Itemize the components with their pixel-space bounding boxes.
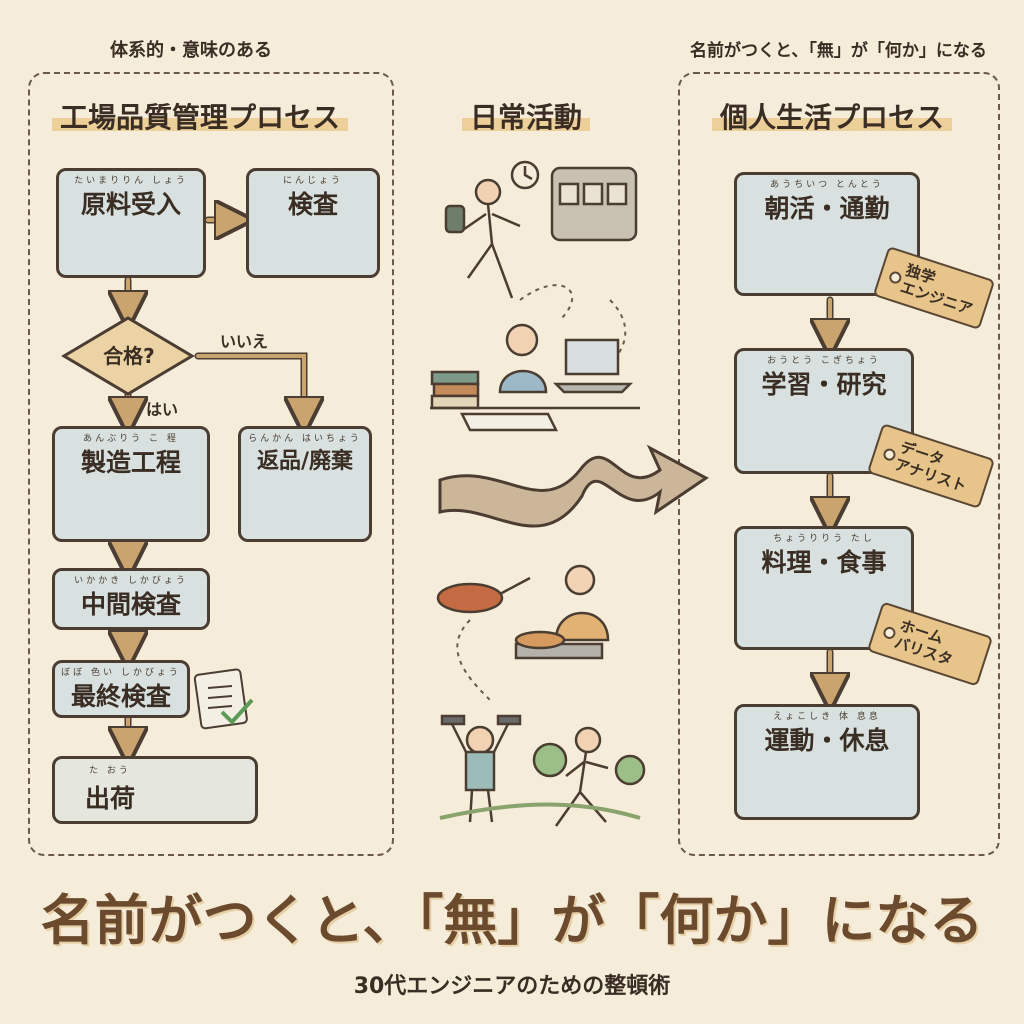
arrow-no — [196, 354, 304, 416]
step-ruby: あうちいつ とんとう — [770, 180, 884, 190]
step-ruby: あんぶりう こ 程 — [83, 434, 179, 444]
step-manufacturing: あんぶりう こ 程 製造工程 — [52, 426, 210, 542]
left-panel-caption: 体系的・意味のある — [110, 40, 272, 61]
step-label: 出荷 — [84, 784, 135, 813]
step-ruby: ちょうりりう たし — [773, 534, 875, 544]
step-label: 製造工程 — [80, 448, 181, 477]
step-label: 学習・研究 — [761, 370, 887, 399]
cooking-illustration — [436, 564, 610, 660]
exercise-illustration — [439, 714, 646, 827]
step-label: 朝活・通勤 — [764, 194, 890, 223]
step-label: 原料受入 — [80, 190, 181, 219]
step-raw-material-receiving: たいまりりん しょう 原料受入 — [56, 168, 206, 278]
middle-panel-title: 日常活動 — [462, 96, 591, 136]
step-label: 運動・休息 — [764, 726, 890, 755]
step-label: 最終検査 — [70, 682, 171, 711]
left-panel-title: 工場品質管理プロセス — [52, 96, 349, 136]
step-ruby: えょこしき 体 息息 — [773, 712, 881, 722]
decision-label: 合格? — [103, 344, 155, 368]
tag-hole — [881, 625, 897, 641]
right-panel-title: 個人生活プロセス — [712, 96, 953, 136]
step-inspection: にんじょう 検査 — [246, 168, 380, 278]
footer-subtitle: 30代エンジニアのための整頓術 — [353, 974, 671, 999]
footer-title: 名前がつくと、「無」が「何か」になる — [40, 889, 984, 952]
no-label: いいえ — [220, 332, 269, 351]
step-shipping: た おう 出荷 — [52, 756, 258, 824]
step-mid-inspection: いかかき しかびょう 中間検査 — [52, 568, 210, 630]
step-label: 返品/廃棄 — [256, 449, 354, 474]
tag-hole — [881, 447, 898, 463]
step-morning-commute: あうちいつ とんとう 朝活・通勤 — [734, 172, 920, 296]
left-panel-frame — [28, 72, 394, 856]
step-exercise-rest: えょこしき 体 息息 運動・休息 — [734, 704, 920, 820]
tag-hole — [887, 269, 903, 286]
checklist-icon — [193, 668, 254, 730]
step-ruby: いかかき しかびょう — [74, 576, 188, 586]
step-label: 検査 — [287, 190, 338, 219]
step-ruby: たいまりりん しょう — [74, 176, 188, 186]
step-study-research: おうとう こぎちょう 学習・研究 — [734, 348, 914, 474]
transformation-arrow — [438, 444, 709, 528]
right-panel-caption: 名前がつくと、「無」が「何か」になる — [690, 41, 987, 61]
decision-diamond — [61, 316, 195, 396]
step-ruby: にんじょう — [282, 176, 343, 186]
step-ruby: ぼぼ 色い しかびょう — [61, 668, 181, 678]
step-return-disposal: らんかん はいちょう 返品/廃棄 — [238, 426, 372, 542]
step-label: 料理・食事 — [761, 548, 887, 577]
yes-label: はい — [146, 400, 179, 419]
step-ruby: た おう — [89, 766, 131, 776]
commuter-illustration — [444, 160, 638, 299]
studying-illustration — [430, 323, 640, 432]
step-ruby: らんかん はいちょう — [248, 434, 362, 444]
step-ruby: おうとう こぎちょう — [767, 356, 881, 366]
step-final-inspection: ぼぼ 色い しかびょう 最終検査 — [52, 660, 190, 718]
step-label: 中間検査 — [80, 590, 181, 619]
